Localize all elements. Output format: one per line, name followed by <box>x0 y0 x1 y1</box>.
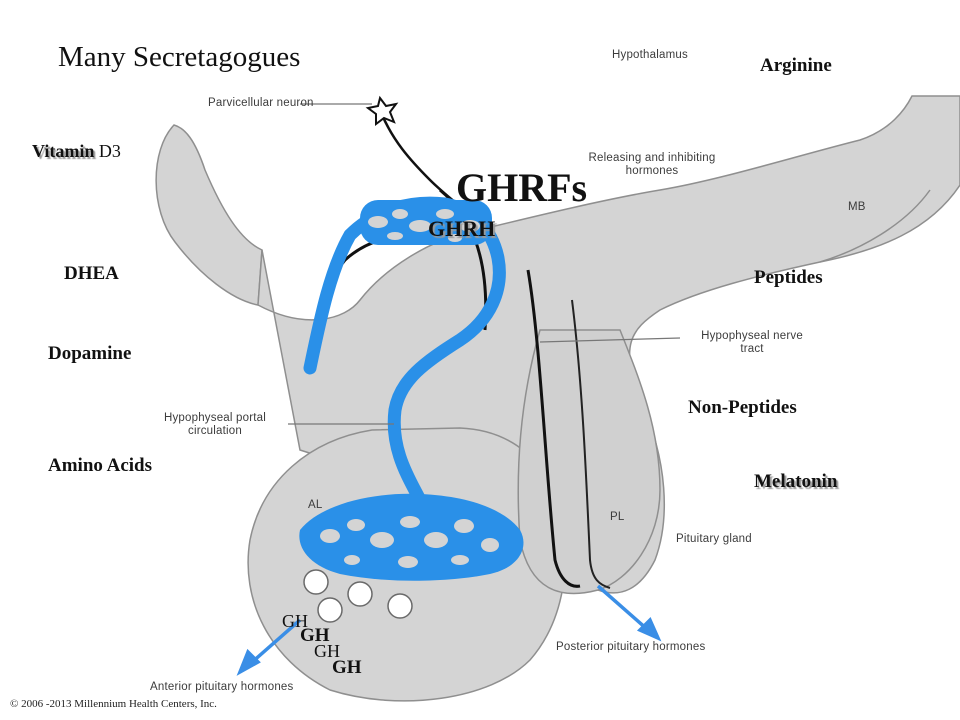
portal-vessel <box>303 196 506 537</box>
secretagogue-peptides: Peptides <box>754 267 823 288</box>
mb-label: MB <box>848 201 866 213</box>
nerve-tract-label: Hypophyseal nerve tract <box>682 330 822 356</box>
gh-label-3: GH <box>314 641 340 661</box>
posterior-hormones-label: Posterior pituitary hormones <box>556 641 706 653</box>
nerve-tract-line-1: Hypophyseal nerve <box>701 330 803 342</box>
posterior-hormone-arrow <box>596 584 662 642</box>
releasing-hormones-line-2: hormones <box>625 165 679 178</box>
gh-granules <box>303 569 413 623</box>
gh-label-1: GH <box>282 611 308 631</box>
slide-title: Many Secretagogues <box>58 41 301 73</box>
lower-plexus-holes <box>320 516 499 568</box>
portal-circulation-label: Hypophyseal portal circulation <box>140 412 290 438</box>
portal-line-2: circulation <box>188 425 242 438</box>
vitamin-label: Vitamin <box>32 141 95 161</box>
nerve-tract-line-b <box>526 269 581 588</box>
nerve-tract-line-c <box>571 299 611 589</box>
secretagogue-dhea: DHEA <box>64 263 119 284</box>
parvicellular-neuron-icon <box>365 95 399 126</box>
releasing-hormones-line-1: Releasing and inhibiting <box>588 152 716 164</box>
pl-label: PL <box>610 511 625 523</box>
copyright-footer: © 2006 -2013 Millennium Health Centers, … <box>10 698 217 710</box>
upper-plexus-holes <box>368 209 480 242</box>
parvicellular-neuron-label: Parvicellular neuron <box>208 97 314 109</box>
secretagogue-melatonin: Melatonin <box>754 471 838 492</box>
secretagogue-amino-acids: Amino Acids <box>48 455 152 476</box>
d3-label: D3 <box>94 141 121 161</box>
secretagogue-dopamine: Dopamine <box>48 343 132 364</box>
anterior-hormone-arrow <box>236 618 302 676</box>
secretagogue-arginine: Arginine <box>760 55 832 76</box>
gh-label-2: GH <box>300 625 330 646</box>
mb-outline <box>819 189 931 263</box>
pituitary-gland-label: Pituitary gland <box>676 533 752 545</box>
secretagogue-vitamin-d3: Vitamin D3 <box>32 142 121 160</box>
hypothalamus-label: Hypothalamus <box>612 49 688 61</box>
hypothalamus-tissue <box>155 124 263 306</box>
secretagogue-non-peptides: Non-Peptides <box>688 397 797 418</box>
ghrh-label: GHRH <box>428 216 496 241</box>
gh-label-4: GH <box>332 657 362 678</box>
anterior-hormones-label: Anterior pituitary hormones <box>150 681 294 693</box>
leader-lines <box>288 103 681 425</box>
portal-line-1: Hypophyseal portal <box>163 412 267 424</box>
nerve-tract-line-2: tract <box>740 343 764 356</box>
ghrfs-label: GHRFs <box>456 165 588 210</box>
al-label: AL <box>308 499 323 511</box>
parvicellular-axon <box>378 109 463 209</box>
releasing-hormones-label: Releasing and inhibiting hormones <box>572 152 732 178</box>
posterior-lobe-tissue <box>517 329 661 595</box>
